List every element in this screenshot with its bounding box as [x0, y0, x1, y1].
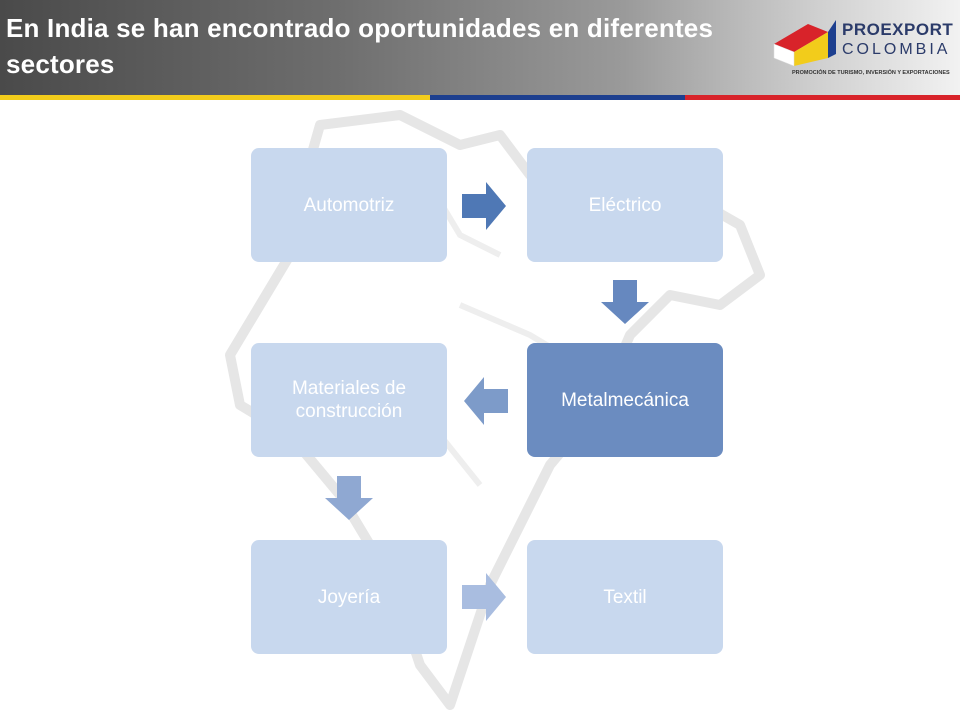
step-materiales-construccion: Materiales de construcción: [251, 343, 447, 457]
stripe-yellow: [0, 95, 430, 100]
arrow-down-1-icon: [601, 280, 649, 324]
slide-title: En India se han encontrado oportunidades…: [6, 13, 714, 79]
step-joyeria: Joyería: [251, 540, 447, 654]
arrow-left-icon: [464, 377, 508, 425]
logo-brand-line1: PROEXPORT: [842, 20, 954, 39]
header-bar: En India se han encontrado oportunidades…: [0, 0, 960, 95]
step-automotriz: Automotriz: [251, 148, 447, 262]
logo-tagline: PROMOCIÓN DE TURISMO, INVERSIÓN Y EXPORT…: [792, 70, 950, 76]
arrow-down-2-icon: [325, 476, 373, 520]
logo-brand-line2: COLOMBIA: [842, 41, 951, 58]
proexport-logo: PROEXPORT COLOMBIA PROMOCIÓN DE TURISMO,…: [770, 14, 954, 84]
step-metalmecanica: Metalmecánica: [527, 343, 723, 457]
arrow-right-2-icon: [462, 573, 506, 621]
step-textil: Textil: [527, 540, 723, 654]
house-logo-icon: [773, 20, 836, 67]
arrow-right-1-icon: [462, 182, 506, 230]
step-electrico: Eléctrico: [527, 148, 723, 262]
stripe-blue: [430, 95, 685, 100]
stripe-red: [685, 95, 960, 100]
